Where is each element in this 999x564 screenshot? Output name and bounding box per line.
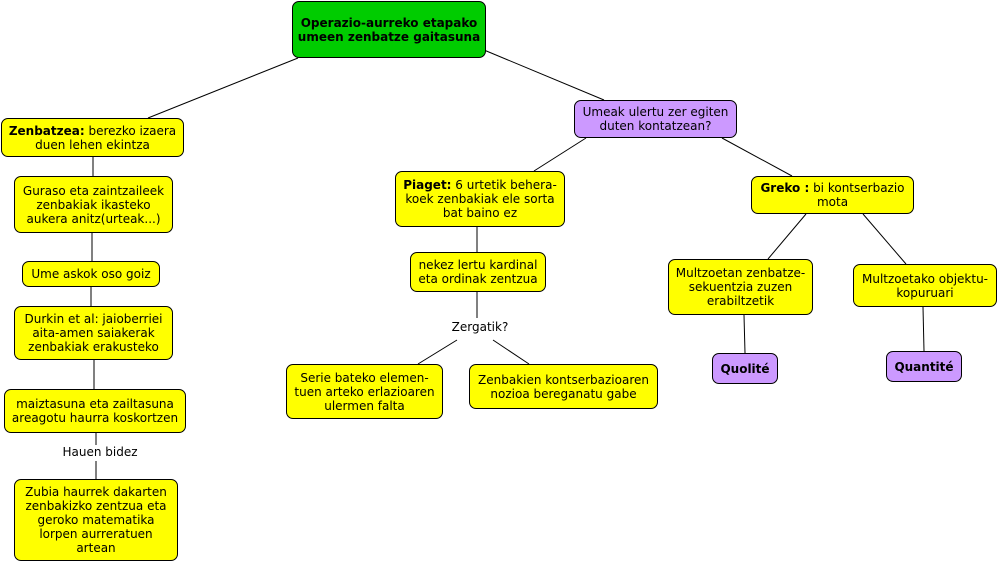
node-qualite[interactable]: Quolité: [712, 353, 778, 384]
link-multzoetako-quantite: [922, 306, 925, 352]
piaget-rest: 6 urtetik behera-koek zenbakiak ele sort…: [405, 178, 557, 220]
zenbatzea-text: Zenbatzea: berezko izaera duen lehen eki…: [6, 124, 179, 152]
link-zergatik-serie: [417, 339, 458, 365]
zubia-label: Zubia haurrek dakarten zenbakizko zentzu…: [25, 485, 167, 555]
kontserbazio-label: Zenbakien kontserbazioaren nozioa berega…: [478, 372, 649, 401]
multzoetako-label: Multzoetako objektu-kopuruari: [861, 271, 989, 300]
zenbatzea-bold: Zenbatzea:: [8, 123, 85, 138]
node-guraso[interactable]: Guraso eta zaintzaileek zenbakiak ikaste…: [14, 176, 173, 233]
link-multzoetan-qualite: [743, 314, 746, 354]
node-quantite[interactable]: Quantité: [886, 351, 962, 382]
node-kontserbazio[interactable]: Zenbakien kontserbazioaren nozioa berega…: [469, 364, 658, 409]
multzoetan-label: Multzoetan zenbatze-sekuentzia zuzen era…: [675, 266, 806, 308]
link-label-zergatik: Zergatik?: [444, 320, 516, 334]
quantite-label: Quantité: [894, 359, 954, 374]
link-greko-multzoetako: [862, 213, 907, 265]
root-node[interactable]: Operazio-aurreko etapako umeen zenbatze …: [292, 1, 486, 58]
maiztasuna-label: maiztasuna eta zailtasuna areagotu haurr…: [11, 397, 179, 425]
serie-label: Serie bateko elemen-tuen arteko erlazioa…: [294, 370, 435, 413]
link-label-hauen-bidez: Hauen bidez: [55, 445, 145, 459]
link-umeak-piaget: [533, 137, 587, 172]
umeak-label: Umeak ulertu zer egiten duten kontatzean…: [582, 105, 729, 133]
greko-bold: Greko :: [760, 181, 810, 195]
greko-rest: bi kontserbazio mota: [809, 181, 905, 209]
root-label: Operazio-aurreko etapako umeen zenbatze …: [297, 15, 481, 44]
link-greko-multzoetan: [767, 213, 807, 260]
piaget-text: Piaget: 6 urtetik behera-koek zenbakiak …: [400, 178, 560, 220]
node-durkin[interactable]: Durkin et al: jaioberriei aita-amen saia…: [14, 306, 173, 360]
node-multzoetako[interactable]: Multzoetako objektu-kopuruari: [853, 264, 997, 307]
durkin-label: Durkin et al: jaioberriei aita-amen saia…: [24, 312, 163, 354]
guraso-label: Guraso eta zaintzaileek zenbakiak ikaste…: [22, 183, 165, 226]
qualite-label: Quolité: [720, 361, 770, 376]
node-umeak-question[interactable]: Umeak ulertu zer egiten duten kontatzean…: [574, 100, 737, 138]
zenbatzea-rest: berezko izaera duen lehen ekintza: [35, 123, 177, 152]
node-multzoetan[interactable]: Multzoetan zenbatze-sekuentzia zuzen era…: [668, 259, 813, 315]
node-nekez[interactable]: nekez lertu kardinal eta ordinak zentzua: [410, 252, 546, 292]
node-piaget[interactable]: Piaget: 6 urtetik behera-koek zenbakiak …: [395, 171, 565, 227]
node-serie[interactable]: Serie bateko elemen-tuen arteko erlazioa…: [286, 364, 443, 419]
link-root-umeak: [483, 49, 605, 101]
node-zenbatzea[interactable]: Zenbatzea: berezko izaera duen lehen eki…: [1, 118, 184, 157]
link-root-zenbatzea: [147, 57, 299, 119]
node-zubia[interactable]: Zubia haurrek dakarten zenbakizko zentzu…: [14, 479, 178, 561]
link-umeak-greko: [721, 137, 793, 177]
link-zergatik-kontserbazio: [492, 339, 530, 365]
node-ume[interactable]: Ume askok oso goiz: [22, 261, 160, 287]
piaget-bold: Piaget:: [403, 178, 452, 192]
nekez-label: nekez lertu kardinal eta ordinak zentzua: [418, 258, 538, 286]
node-greko[interactable]: Greko : bi kontserbazio mota: [751, 176, 914, 214]
ume-label: Ume askok oso goiz: [31, 267, 151, 281]
greko-text: Greko : bi kontserbazio mota: [756, 181, 909, 209]
node-maiztasuna[interactable]: maiztasuna eta zailtasuna areagotu haurr…: [4, 389, 186, 433]
